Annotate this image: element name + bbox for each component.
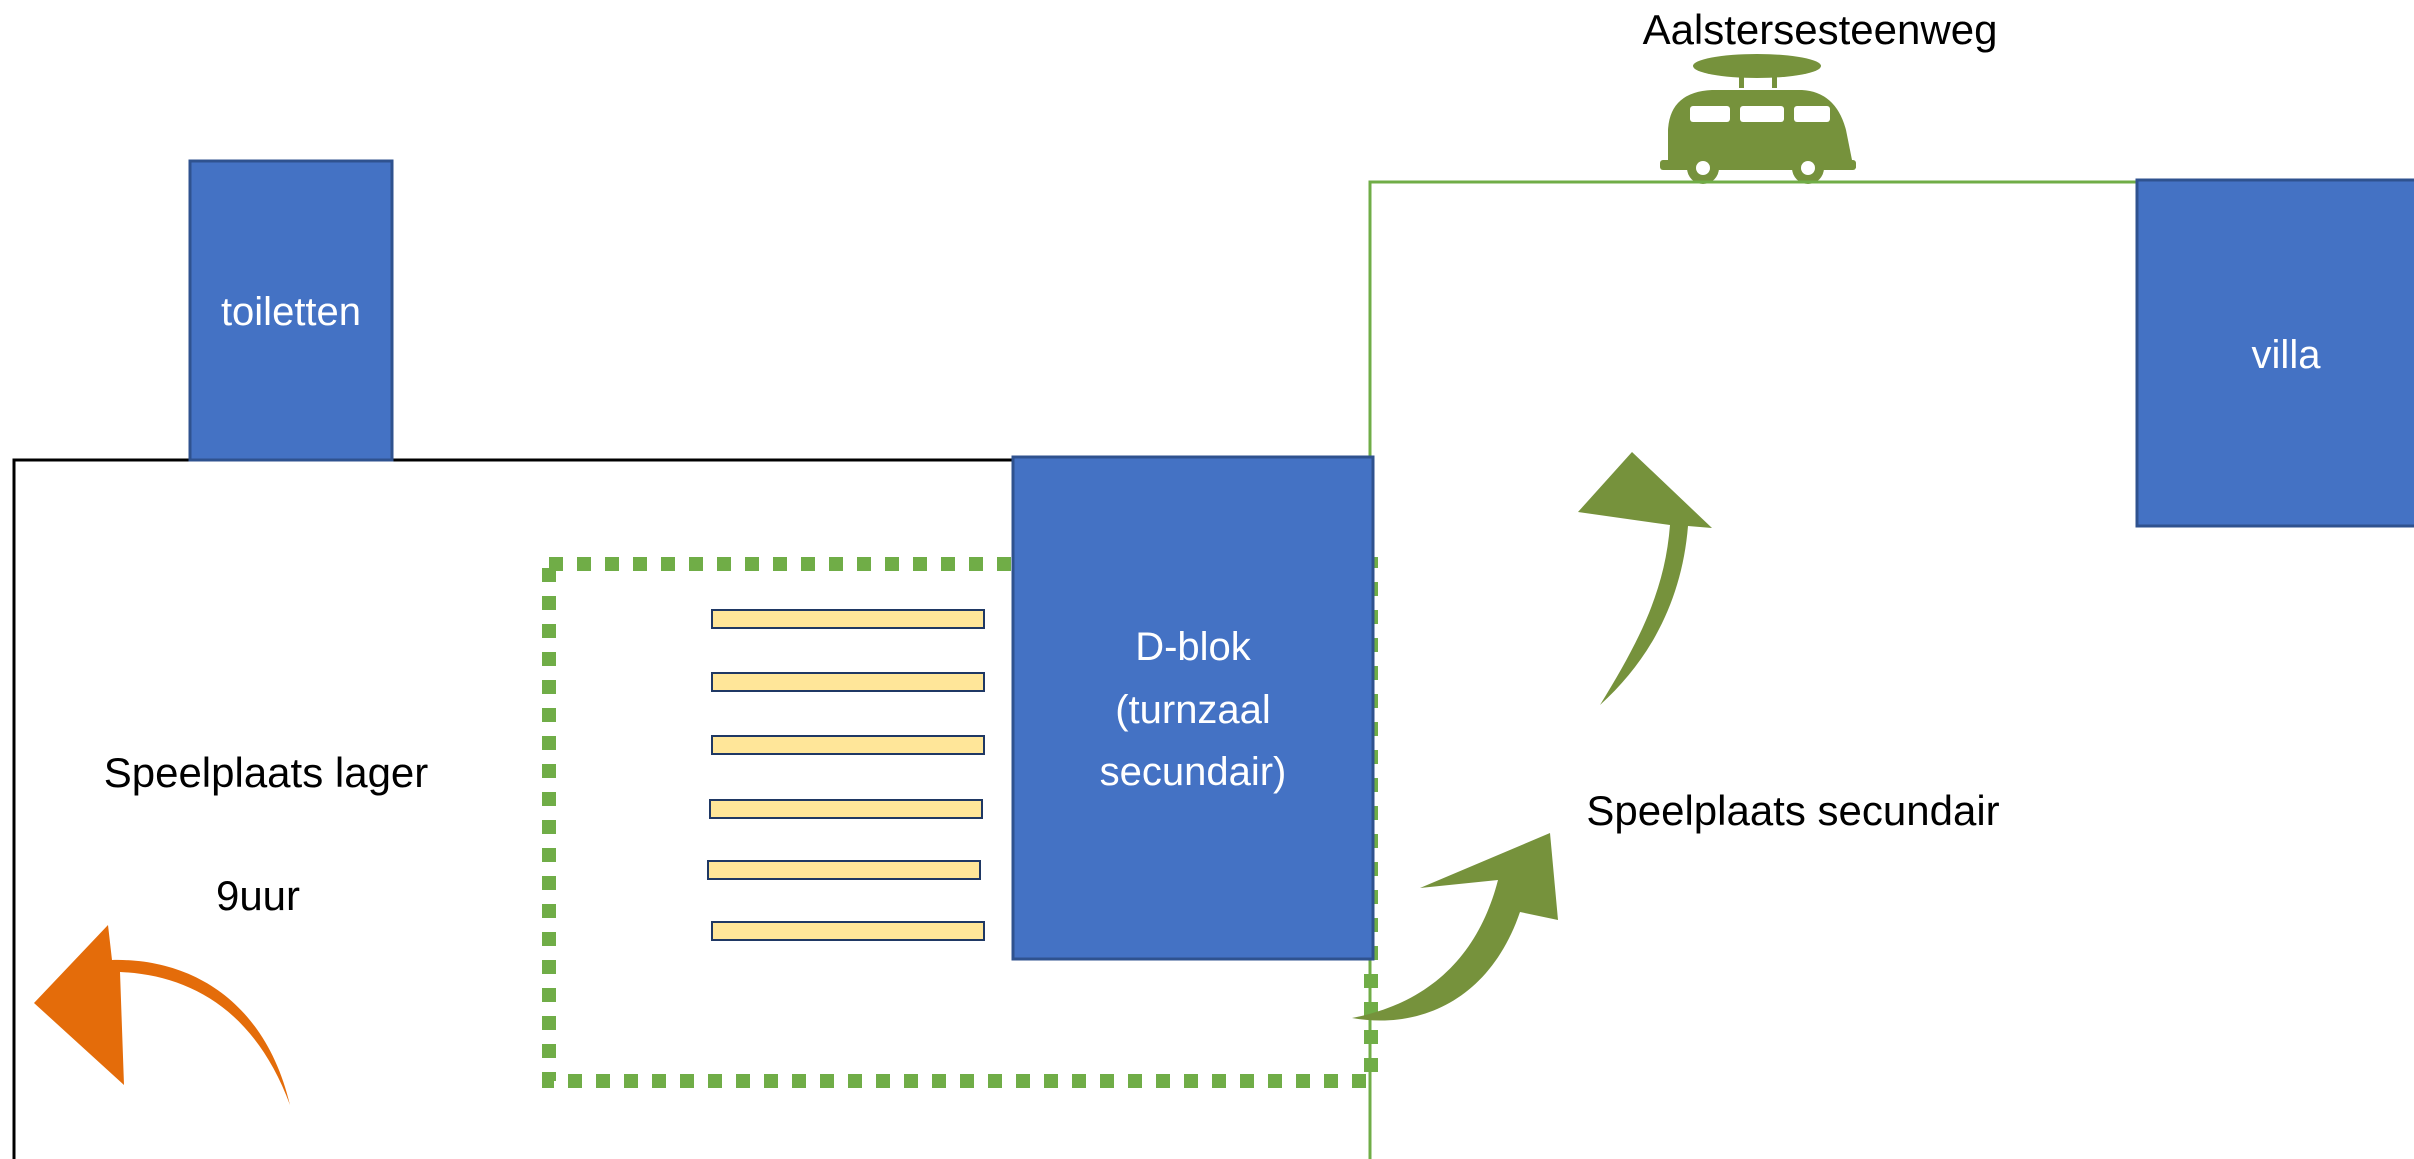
toiletten-label: toiletten: [221, 290, 361, 334]
villa-label: villa: [2252, 333, 2322, 377]
bench: [707, 860, 981, 880]
time-label: 9uur: [216, 872, 300, 919]
dotted-zone: [542, 557, 1378, 1088]
bench: [711, 609, 985, 629]
d-blok-label-line3: secundair): [1100, 750, 1287, 794]
primary-playground-outline: [12, 458, 1014, 1159]
playground-secondary-label: Speelplaats secundair: [1586, 787, 1999, 834]
d-blok-label-line2: (turnzaal: [1115, 688, 1271, 732]
d-blok-label: D-blok: [1135, 625, 1252, 669]
playground-primary-label: Speelplaats lager: [104, 749, 429, 796]
d-blok-building: D-blok (turnzaal secundair): [1011, 455, 1375, 961]
van-with-surfboard-icon: [1660, 54, 1856, 184]
bench: [711, 735, 985, 755]
bench: [711, 672, 985, 692]
bench: [709, 799, 983, 819]
bench: [711, 921, 985, 941]
toiletten-building: toiletten: [188, 159, 394, 462]
curved-arrow-left-icon: [34, 925, 290, 1105]
villa-building: villa: [2135, 178, 2414, 528]
street-label: Aalstersesteenweg: [1643, 6, 1998, 53]
benches: [707, 609, 985, 941]
secondary-playground-boundary: [1368, 180, 2137, 1159]
curved-arrow-up-right-icon: [1352, 833, 1558, 1021]
curved-arrow-up-icon: [1578, 452, 1712, 705]
